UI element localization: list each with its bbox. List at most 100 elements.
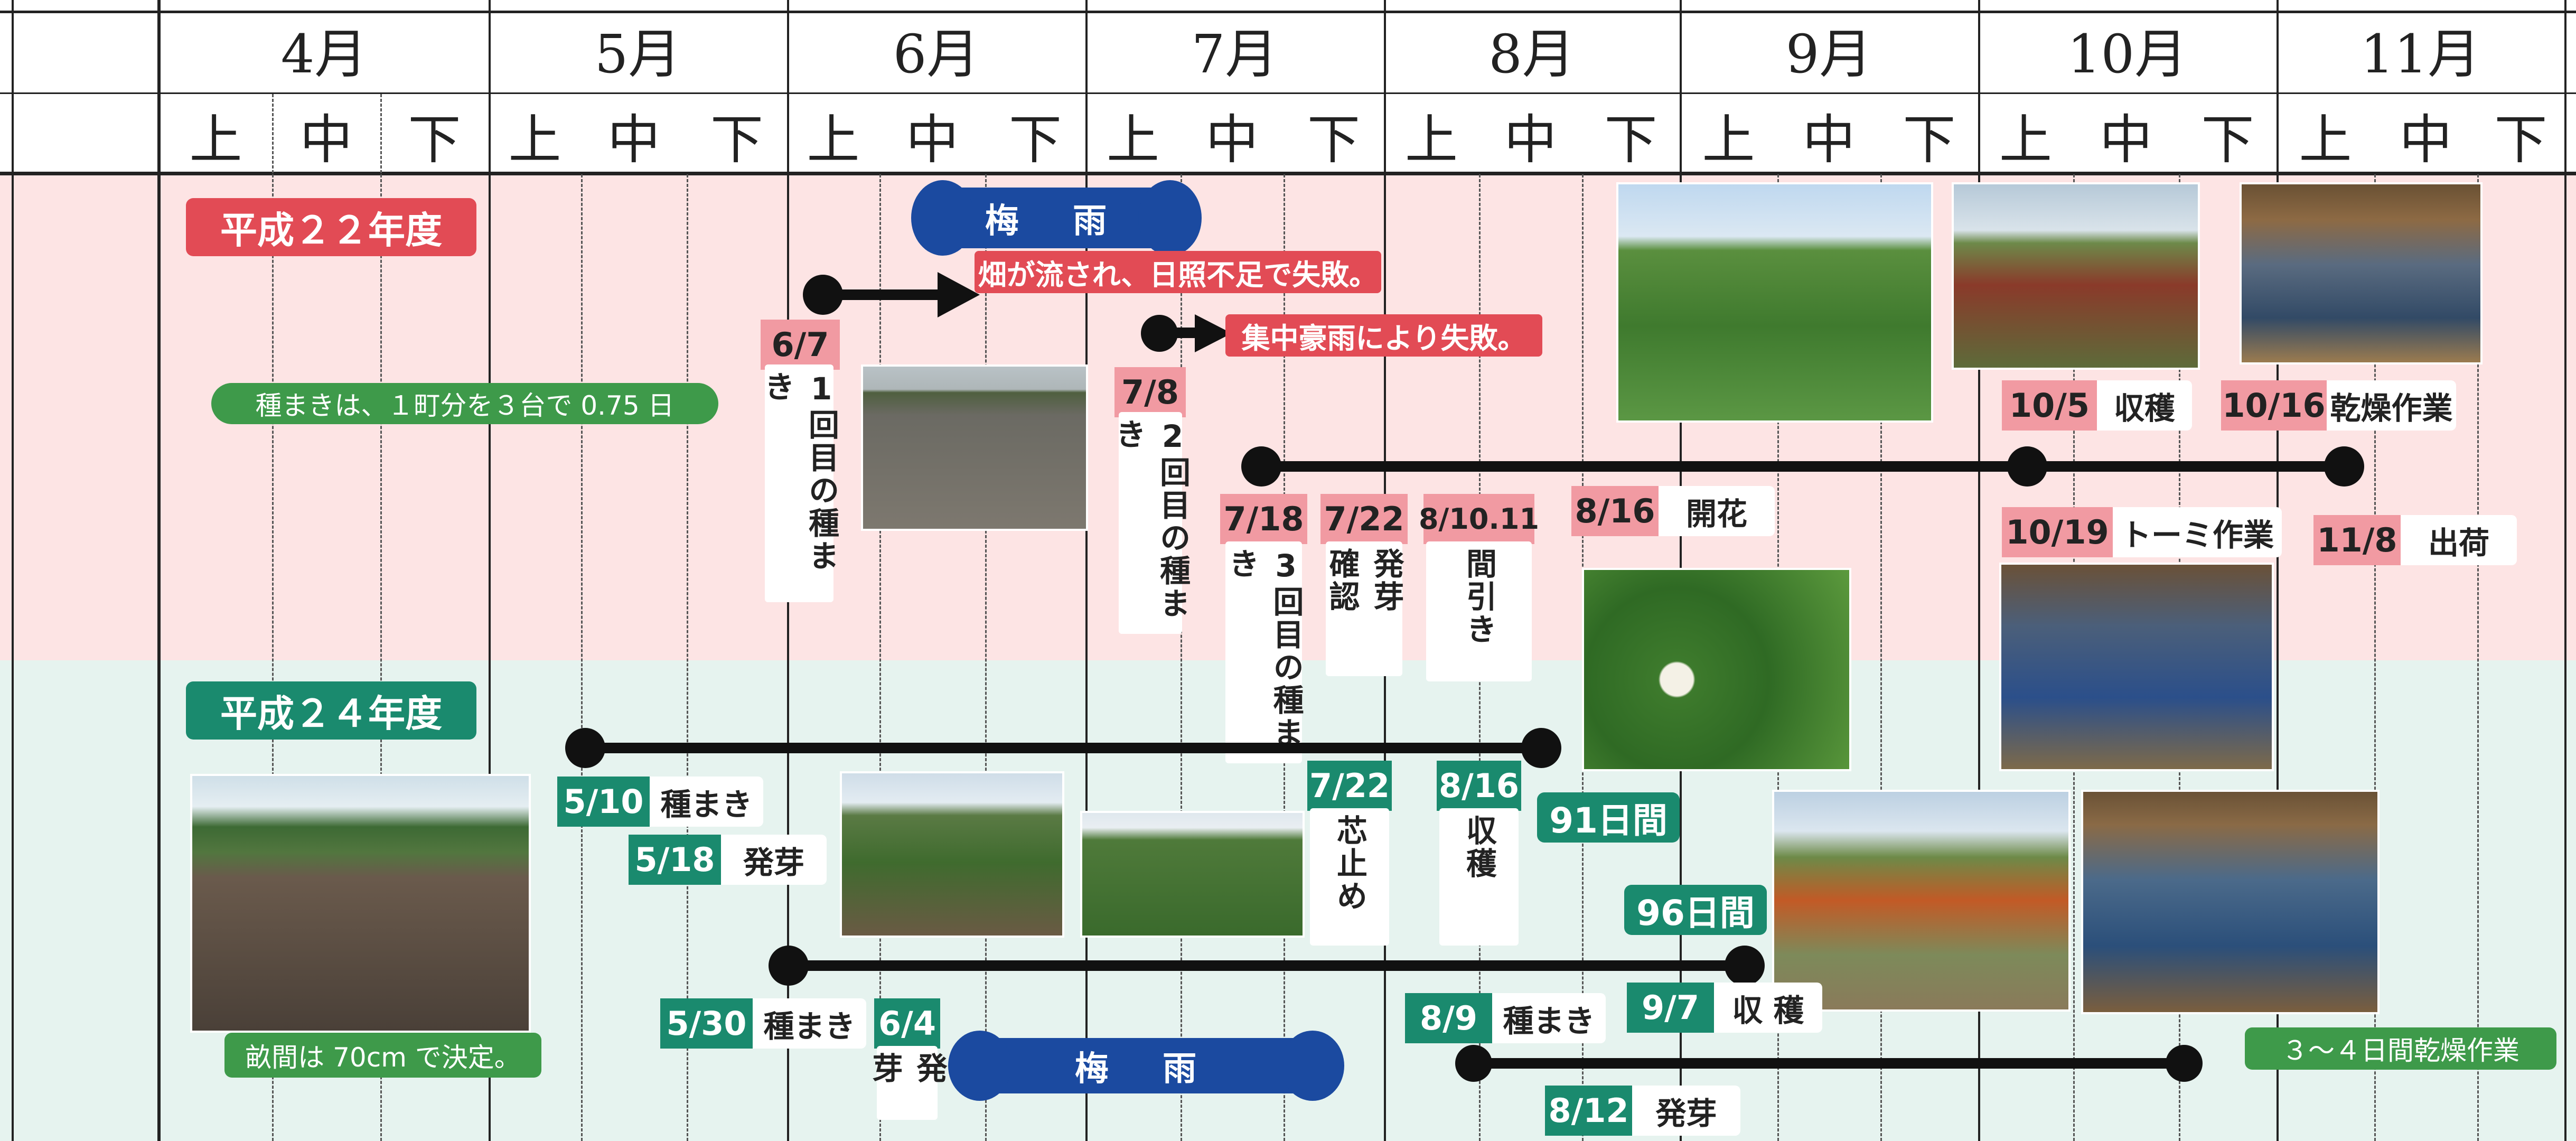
h24-91-days: 91日間 (1537, 792, 1680, 843)
arrow-head-icon (1195, 314, 1232, 352)
dekad-label: 中 (2100, 108, 2152, 171)
month-label-may: 5月 (594, 23, 681, 85)
photo-sesame-field (1616, 182, 1933, 423)
h22-date-7-22: 7/22 (1320, 494, 1408, 544)
photo-topping-work (1080, 811, 1305, 938)
h22-first-sowing: 1回目の種まき (759, 364, 839, 602)
dekad-label: 下 (2494, 108, 2547, 171)
grid-line (1085, 0, 1088, 1141)
h22-tomi-work: トーミ作業 (2113, 507, 2282, 557)
dekad-sep (272, 94, 274, 173)
dekad-label: 中 (1802, 108, 1856, 171)
h24-sprout-1: 発芽 (721, 835, 827, 885)
arrow-shaft (821, 289, 945, 300)
dekad-label: 上 (1405, 108, 1458, 171)
dekad-line (1880, 174, 1882, 1141)
grid-line (489, 0, 491, 1141)
dekad-label: 下 (1307, 108, 1360, 171)
h24-ridge-note: 畝間は 70cm で決定。 (224, 1033, 541, 1078)
dekad-label: 中 (1205, 108, 1259, 171)
h24-date-5-10: 5/10 (557, 777, 650, 827)
h22-date-10-16: 10/16 (2221, 380, 2327, 431)
h24-date-8-12: 8/12 (1545, 1086, 1632, 1136)
dekad-label: 下 (1009, 108, 1062, 171)
dekad-line (879, 174, 881, 1141)
header-bottom-line (0, 172, 2576, 175)
h24-drying-note: ３～４日間乾燥作業 (2245, 1027, 2556, 1070)
h22-fail2-note: 集中豪雨により失敗。 (1225, 314, 1542, 357)
dekad-label: 上 (508, 108, 561, 171)
h22-date-8-16: 8/16 (1571, 486, 1659, 536)
h22-third-sowing: 3回目の種まき (1224, 541, 1304, 763)
dekad-line (380, 174, 382, 1141)
h24-date-7-22: 7/22 (1307, 761, 1392, 811)
month-label-jul: 7月 (1191, 23, 1278, 85)
h22-growth-bar (1261, 461, 2344, 472)
dekad-label: 上 (2299, 108, 2352, 171)
h22-rainy-season: 梅 雨 (911, 180, 1202, 256)
h22-date-8-10-11: 8/10.11 (1419, 494, 1539, 544)
month-label-sep: 9月 (1785, 23, 1872, 85)
rainy-label: 梅 雨 (1074, 1049, 1218, 1089)
dekad-line (2374, 174, 2376, 1141)
photo-dryer (2081, 790, 2380, 1014)
dekad-label: 下 (1903, 108, 1956, 171)
dekad-sep (380, 94, 382, 173)
h22-date-10-19: 10/19 (2002, 507, 2113, 557)
h22-fail1-note: 畑が流され、日照不足で失敗。 (975, 251, 1381, 293)
h22-date-6-7: 6/7 (761, 320, 840, 370)
h24-sowing-2: 種まき (753, 998, 866, 1049)
h22-drying: 乾燥作業 (2327, 380, 2456, 431)
photo-harvester (1952, 182, 2200, 370)
h24-sowing-3: 種まき (1492, 993, 1606, 1043)
dekad-label: 上 (1999, 108, 2052, 171)
h22-bloom: 開花 (1659, 486, 1775, 536)
dekad-label: 下 (710, 108, 763, 171)
h24-date-5-18: 5/18 (629, 835, 721, 885)
dekad-line (1181, 174, 1182, 1141)
h24-sprout-3: 発芽 (1632, 1086, 1740, 1136)
h24-sprout-2: 発芽 (867, 1046, 948, 1120)
grid-line (2564, 0, 2566, 1141)
h24-topping: 芯止め (1310, 808, 1389, 946)
h24-title: 平成２４年度 (186, 681, 476, 740)
arrow-shaft (1159, 328, 1202, 338)
dekad-label: 中 (2399, 108, 2452, 171)
h22-date-7-8: 7/8 (1114, 367, 1186, 417)
dekad-label: 上 (1107, 108, 1159, 171)
h22-date-11-8: 11/8 (2313, 515, 2401, 565)
h24-growth-bar-2 (789, 960, 1745, 971)
photo-sesame-flowers (1582, 568, 1851, 771)
h22-thinning: 間引き (1426, 541, 1532, 681)
h22-shipping: 出荷 (2401, 515, 2517, 565)
dekad-label: 中 (607, 108, 660, 171)
month-label-oct: 10月 (2067, 23, 2188, 85)
h24-date-5-30: 5/30 (660, 998, 753, 1049)
month-label-jun: 6月 (893, 23, 980, 85)
h22-second-sowing: 2回目の種まき (1110, 412, 1191, 634)
photo-tilled-field (861, 364, 1088, 531)
h24-sowing-1: 種まき (650, 777, 763, 827)
h22-date-10-5: 10/5 (2002, 380, 2097, 431)
h24-growth-bar-3 (1474, 1058, 2184, 1069)
dekad-line (2477, 174, 2479, 1141)
h24-date-6-4: 6/4 (874, 998, 940, 1049)
dekad-label: 中 (299, 108, 353, 171)
dekad-line (581, 174, 583, 1141)
month-label-nov: 11月 (2360, 23, 2481, 85)
grid-line (157, 0, 161, 1141)
dekad-label: 中 (1504, 108, 1557, 171)
dekad-label: 中 (906, 108, 959, 171)
photo-tractor-sowing (190, 774, 531, 1033)
photo-tomi-work (1999, 563, 2274, 771)
h24-harvest-2: 収 穫 (1714, 983, 1822, 1033)
dekad-line (985, 174, 987, 1141)
dekad-label: 下 (1604, 108, 1657, 171)
dekad-label: 上 (1702, 108, 1755, 171)
h24-date-9-7: 9/7 (1627, 983, 1714, 1033)
header-top-line (0, 11, 2576, 13)
header-mid-line (0, 92, 2576, 94)
arrow-head-icon (938, 272, 980, 317)
schedule-header (0, 0, 2576, 174)
h22-sprout-confirm: 発芽 確認 (1324, 541, 1404, 676)
